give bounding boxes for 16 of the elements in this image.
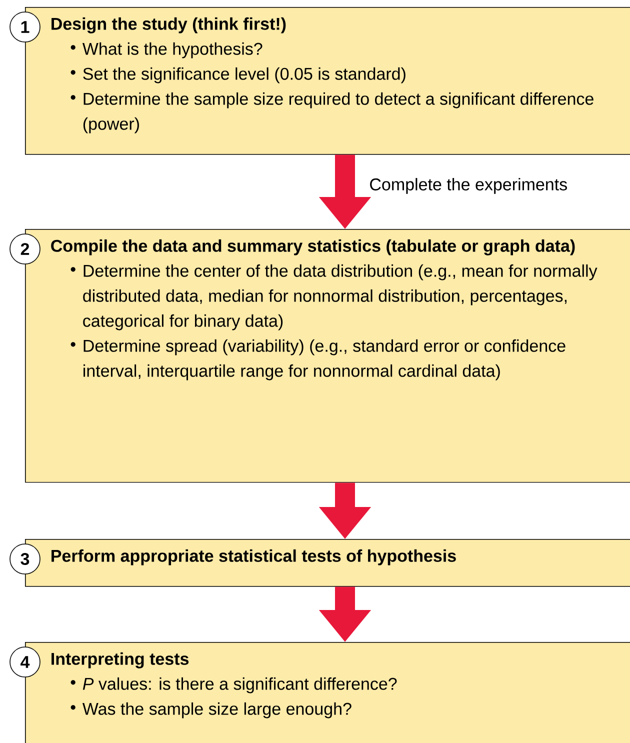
bullet-item: What is the hypothesis? bbox=[70, 42, 262, 58]
bullet-item: Set the significance level (0.05 is standard) bbox=[70, 67, 406, 84]
step-number: 4 bbox=[10, 646, 40, 678]
step-number: 3 bbox=[10, 544, 40, 574]
bullet-item: P values: is there a significant difference? bbox=[70, 677, 397, 694]
bullet-item: Determine the sample size required to detect a significant difference (power) bbox=[70, 92, 594, 134]
bullet-item: Was the sample size large enough? bbox=[70, 702, 352, 718]
step-heading: Interpreting tests bbox=[52, 652, 189, 668]
bullet-item: Determine spread (variability) (e.g., standard error or confidence interval, interquartile range for nonnormal cardinal data) bbox=[70, 339, 566, 380]
step-heading: Design the study (think first!) bbox=[52, 17, 286, 34]
step-heading: Compile the data and summary statistics (tabulate or graph data) bbox=[51, 239, 575, 256]
edge-label: Complete the experiments bbox=[370, 178, 567, 194]
step-heading: Perform appropriate statistical tests of hypothesis bbox=[52, 549, 456, 566]
step-number: 1 bbox=[10, 12, 40, 42]
bullet-item: Determine the center of the data distribution (e.g., mean for normally distributed data, median for nonnormal distribution, percentages, categorical for binary data) bbox=[70, 264, 598, 330]
step-number: 2 bbox=[10, 234, 40, 264]
